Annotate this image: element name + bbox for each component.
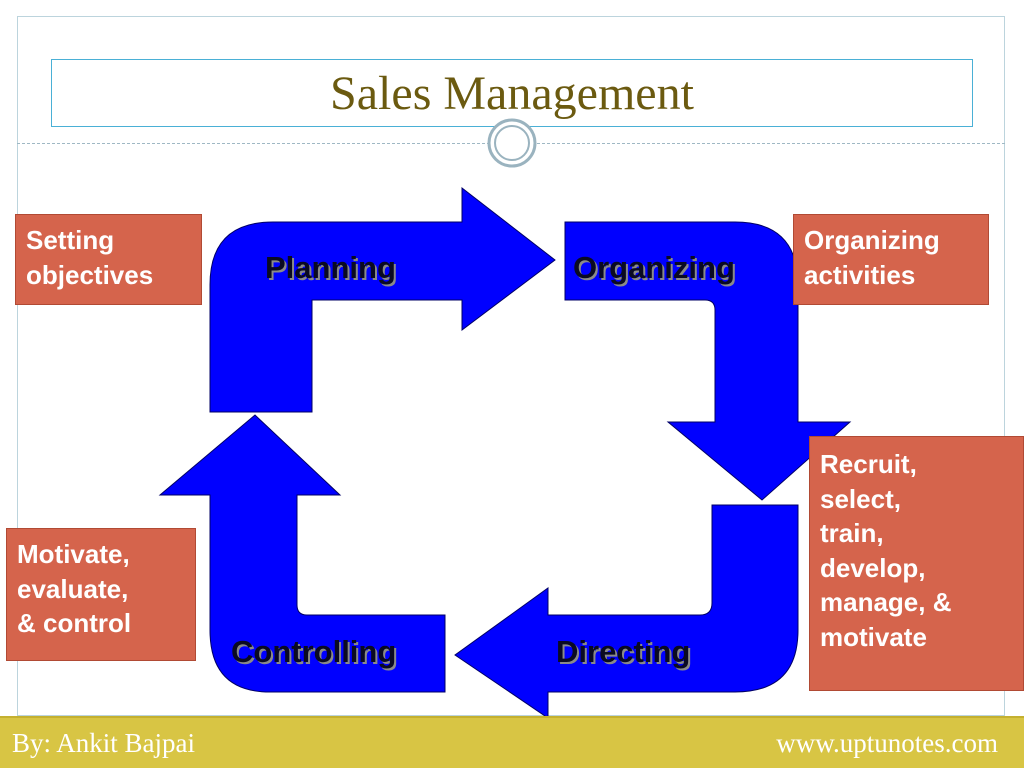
circle-ornament-icon bbox=[487, 118, 537, 168]
stage-directing: Directing bbox=[556, 634, 691, 669]
footer-website: www.uptunotes.com bbox=[776, 728, 998, 758]
note-controlling-tasks: Motivate, evaluate, & control bbox=[6, 528, 196, 661]
slide-frame bbox=[17, 16, 1005, 716]
organizing-arrow bbox=[564, 221, 852, 501]
footer-bar: By: Ankit Bajpai www.uptunotes.com bbox=[0, 716, 1024, 768]
footer-author: By: Ankit Bajpai bbox=[12, 728, 196, 758]
controlling-arrow bbox=[158, 414, 446, 693]
directing-arrow bbox=[454, 504, 799, 719]
note-organizing-activities: Organizing activities bbox=[793, 214, 989, 305]
stage-controlling: Controlling bbox=[231, 634, 397, 669]
stage-planning: Planning bbox=[265, 250, 396, 285]
stage-organizing: Organizing bbox=[573, 250, 735, 285]
note-setting-objectives: Setting objectives bbox=[15, 214, 202, 305]
slide-title: Sales Management bbox=[330, 66, 694, 120]
planning-arrow bbox=[209, 186, 556, 413]
note-directing-tasks: Recruit, select, train, develop, manage,… bbox=[809, 436, 1024, 691]
